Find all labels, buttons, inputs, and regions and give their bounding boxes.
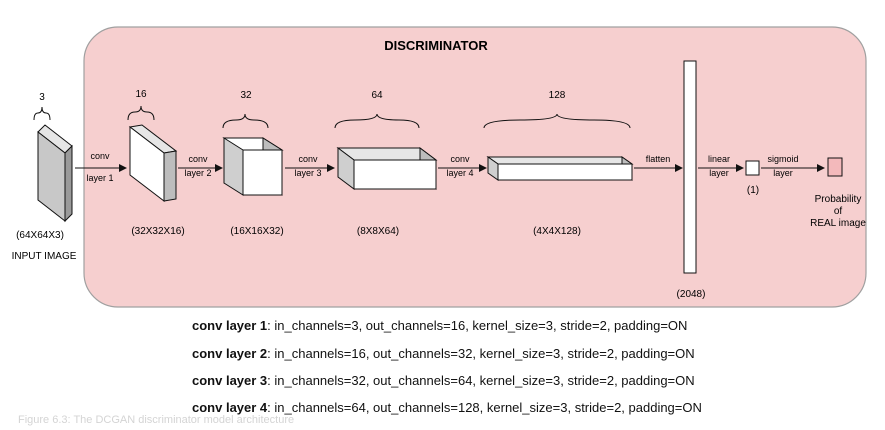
arrow-conv-layer-3-label-bottom: layer 3 [294, 168, 321, 178]
flatten-vector-bar [683, 60, 697, 274]
layer-3-dims-label: (8X8X64) [357, 226, 399, 237]
spec-conv-layer-4: conv layer 4: in_channels=64, out_channe… [192, 400, 702, 415]
conv-layer-1-block [128, 124, 178, 203]
input-image-block [37, 124, 73, 223]
spec-params: : in_channels=3, out_channels=16, kernel… [267, 318, 688, 333]
arrow-linear-layer-label-top: linear [708, 154, 730, 164]
conv-layer-3-block [336, 147, 438, 190]
conv-layer-2-block [222, 137, 284, 196]
input-brace [33, 106, 51, 121]
layer-3-brace [334, 113, 420, 129]
arrow-conv-layer-1-label-top: conv [90, 151, 110, 161]
spec-conv-layer-3: conv layer 3: in_channels=32, out_channe… [192, 373, 695, 388]
layer-4-brace [483, 113, 631, 129]
spec-name: conv layer 3 [192, 373, 268, 388]
layer-2-dims-label: (16X16X32) [230, 226, 283, 237]
linear-output-dims-label: (1) [747, 185, 759, 196]
probability-output-node [827, 157, 843, 177]
arrow-conv-layer-4-label-top: conv [450, 154, 470, 164]
panel-title: DISCRIMINATOR [384, 38, 488, 53]
arrow-conv-layer-2-label-bottom: layer 2 [184, 168, 211, 178]
spec-params: : in_channels=16, out_channels=32, kerne… [267, 346, 695, 361]
output-label-line-3: REAL image [810, 218, 866, 229]
input-channels-label: 3 [39, 92, 45, 103]
input-dims-label: (64X64X3) [16, 230, 64, 241]
arrow-sigmoid-layer-label-top: sigmoid [767, 154, 798, 164]
layer-4-channels-label: 128 [549, 90, 566, 101]
arrow-conv-layer-3-label-top: conv [298, 154, 318, 164]
spec-name: conv layer 2 [192, 346, 268, 361]
spec-params: : in_channels=64, out_channels=128, kern… [267, 400, 702, 415]
figure-caption: Figure 6.3: The DCGAN discriminator mode… [18, 414, 295, 426]
arrow-linear-layer-label-bottom: layer [709, 168, 729, 178]
layer-4-dims-label: (4X4X128) [533, 226, 581, 237]
arrow-sigmoid-layer-label-bottom: layer [773, 168, 793, 178]
spec-name: conv layer 4 [192, 400, 268, 415]
layer-3-channels-label: 64 [371, 90, 383, 101]
layer-1-brace [127, 105, 155, 121]
linear-output-node [745, 160, 760, 176]
output-label-line-2: of [834, 206, 843, 217]
input-image-label: INPUT IMAGE [12, 251, 77, 262]
discriminator-panel [83, 26, 867, 308]
layer-1-dims-label: (32X32X16) [131, 226, 184, 237]
spec-params: : in_channels=32, out_channels=64, kerne… [267, 373, 695, 388]
spec-conv-layer-2: conv layer 2: in_channels=16, out_channe… [192, 346, 695, 361]
arrow-flatten-label: flatten [646, 154, 671, 164]
layer-1-channels-label: 16 [135, 89, 147, 100]
spec-name: conv layer 1 [192, 318, 268, 333]
conv-layer-4-block [486, 156, 634, 181]
output-label-line-1: Probability [815, 194, 862, 205]
layer-2-brace [222, 113, 269, 129]
arrow-conv-layer-2-label-top: conv [188, 154, 208, 164]
spec-conv-layer-1: conv layer 1: in_channels=3, out_channel… [192, 318, 687, 333]
flatten-dims-label: (2048) [677, 289, 706, 300]
layer-2-channels-label: 32 [240, 90, 252, 101]
arrow-conv-layer-4-label-bottom: layer 4 [446, 168, 473, 178]
arrow-conv-layer-1-label-bottom: layer 1 [86, 173, 113, 183]
